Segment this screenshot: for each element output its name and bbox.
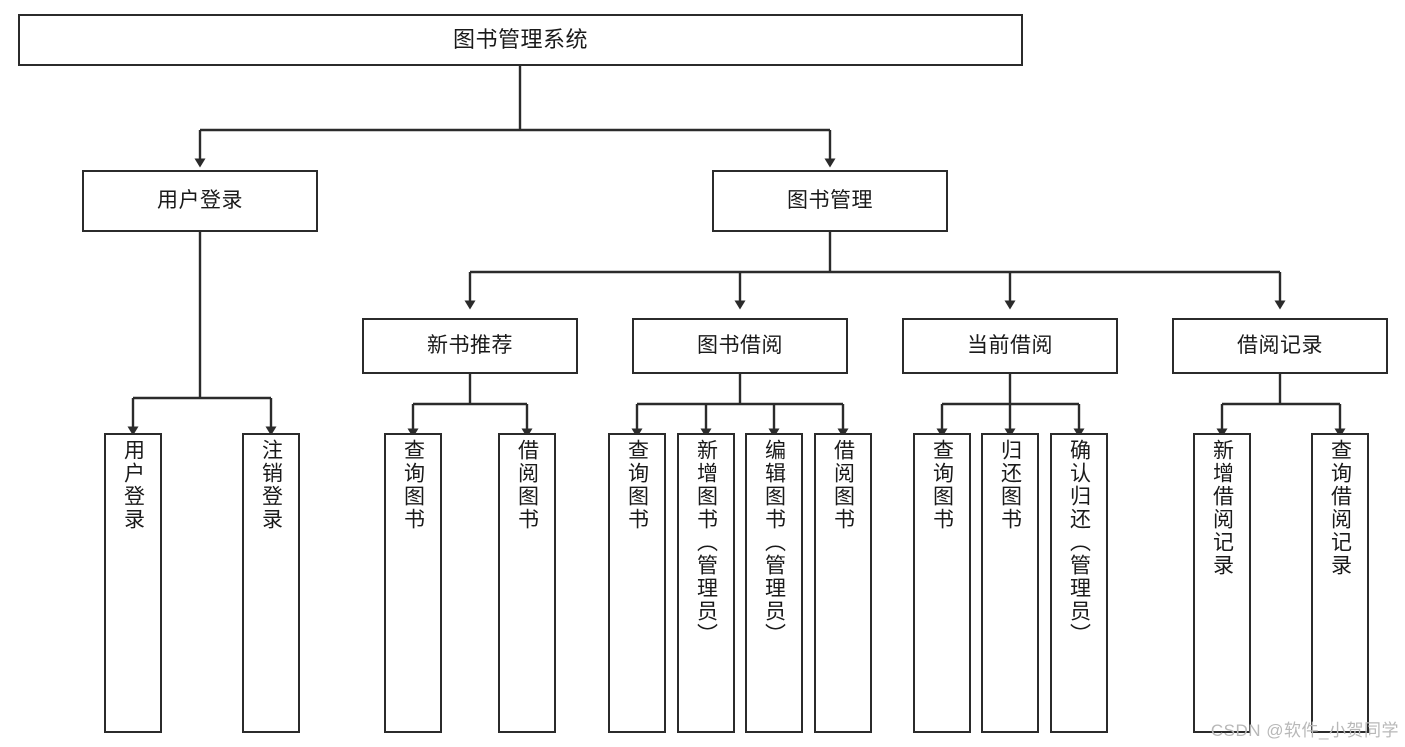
- node-label: 归还图书: [998, 439, 1022, 531]
- leaf-add-borrow-record[interactable]: 新增借阅记录: [1193, 433, 1251, 733]
- edges-user-login: [127, 232, 277, 436]
- node-label: 借阅记录: [1237, 334, 1323, 358]
- node-current-borrow[interactable]: 当前借阅: [902, 318, 1118, 374]
- node-label: 查询图书: [625, 439, 649, 531]
- node-label: 查询图书: [401, 439, 425, 531]
- node-label: 确认归还（管理员）: [1067, 439, 1091, 646]
- node-root-system[interactable]: 图书管理系统: [18, 14, 1023, 66]
- node-new-book-recommend[interactable]: 新书推荐: [362, 318, 578, 374]
- node-label: 用户登录: [121, 439, 145, 531]
- node-label: 查询图书: [930, 439, 954, 531]
- leaf-confirm-return-admin[interactable]: 确认归还（管理员）: [1050, 433, 1108, 733]
- edges-borrow-record: [1216, 374, 1346, 438]
- node-book-borrow[interactable]: 图书借阅: [632, 318, 848, 374]
- leaf-query-borrow-record[interactable]: 查询借阅记录: [1311, 433, 1369, 733]
- node-book-management[interactable]: 图书管理: [712, 170, 948, 232]
- leaf-edit-book-admin[interactable]: 编辑图书（管理员）: [745, 433, 803, 733]
- edges-new-book-recommend: [407, 374, 533, 438]
- node-label: 借阅图书: [515, 439, 539, 531]
- node-label: 借阅图书: [831, 439, 855, 531]
- leaf-query-book-current[interactable]: 查询图书: [913, 433, 971, 733]
- edges-level1: [194, 66, 836, 168]
- node-label: 编辑图书（管理员）: [762, 439, 786, 646]
- leaf-query-book-recommend[interactable]: 查询图书: [384, 433, 442, 733]
- node-borrow-record[interactable]: 借阅记录: [1172, 318, 1388, 374]
- csdn-watermark: CSDN @软件_小贺同学: [1210, 721, 1399, 740]
- leaf-borrow-book-recommend[interactable]: 借阅图书: [498, 433, 556, 733]
- leaf-user-login[interactable]: 用户登录: [104, 433, 162, 733]
- node-label: 图书借阅: [697, 334, 783, 358]
- edges-book-management: [464, 232, 1286, 310]
- node-label: 用户登录: [157, 189, 243, 213]
- leaf-query-book-borrow[interactable]: 查询图书: [608, 433, 666, 733]
- leaf-add-book-admin[interactable]: 新增图书（管理员）: [677, 433, 735, 733]
- node-label: 新增借阅记录: [1210, 439, 1234, 577]
- leaf-return-book[interactable]: 归还图书: [981, 433, 1039, 733]
- node-label: 新书推荐: [427, 334, 513, 358]
- node-label: 注销登录: [259, 439, 283, 531]
- leaf-borrow-book-borrow[interactable]: 借阅图书: [814, 433, 872, 733]
- node-label: 图书管理系统: [452, 26, 588, 52]
- edges-book-borrow: [631, 374, 849, 438]
- node-user-login[interactable]: 用户登录: [82, 170, 318, 232]
- edges-current-borrow: [936, 374, 1085, 438]
- leaf-logout-login[interactable]: 注销登录: [242, 433, 300, 733]
- node-label: 当前借阅: [967, 334, 1053, 358]
- node-label: 新增图书（管理员）: [694, 439, 718, 646]
- node-label: 查询借阅记录: [1328, 439, 1352, 577]
- node-label: 图书管理: [787, 189, 873, 213]
